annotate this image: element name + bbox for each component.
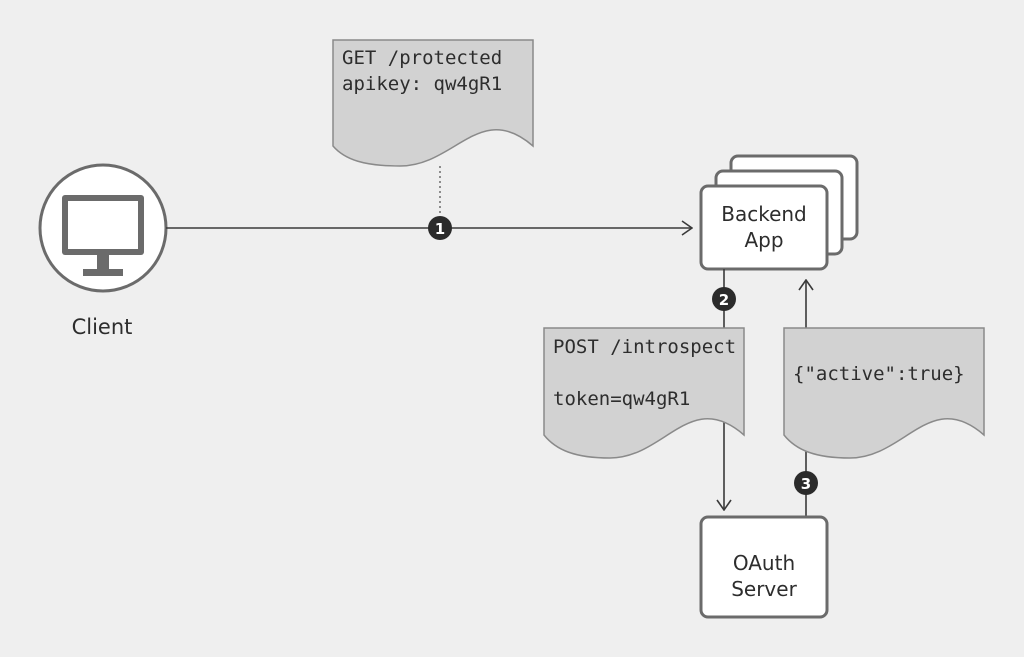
oauth-label-line1: OAuth xyxy=(733,551,795,575)
introspect-document: POST /introspect token=qw4gR1 xyxy=(543,327,745,459)
response-doc-line1: {"active":true} xyxy=(793,363,965,385)
oauth-server-node: OAuth Server xyxy=(699,515,829,619)
step-badge-1: 1 xyxy=(428,216,452,240)
backend-app-node: Backend App xyxy=(699,154,859,271)
response-document: {"active":true} xyxy=(783,327,985,459)
request-doc-line1: GET /protected xyxy=(342,47,502,69)
request-doc-line2: apikey: qw4gR1 xyxy=(342,73,502,95)
backend-label-line2: App xyxy=(744,228,783,252)
backend-label-line1: Backend xyxy=(721,202,807,226)
client-node: Client xyxy=(38,163,168,339)
monitor-icon xyxy=(62,195,144,276)
step-badge-3: 3 xyxy=(794,471,818,495)
step-badge-1-label: 1 xyxy=(435,220,445,238)
introspect-doc-line2: token=qw4gR1 xyxy=(553,388,690,410)
oauth-label-line2: Server xyxy=(731,577,797,601)
introspect-doc-line1: POST /introspect xyxy=(553,336,736,358)
request-document: GET /protected apikey: qw4gR1 xyxy=(332,39,534,167)
step-badge-2: 2 xyxy=(712,287,736,311)
step-badge-3-label: 3 xyxy=(801,475,811,493)
client-label: Client xyxy=(72,315,133,339)
step-badge-2-label: 2 xyxy=(719,291,729,309)
